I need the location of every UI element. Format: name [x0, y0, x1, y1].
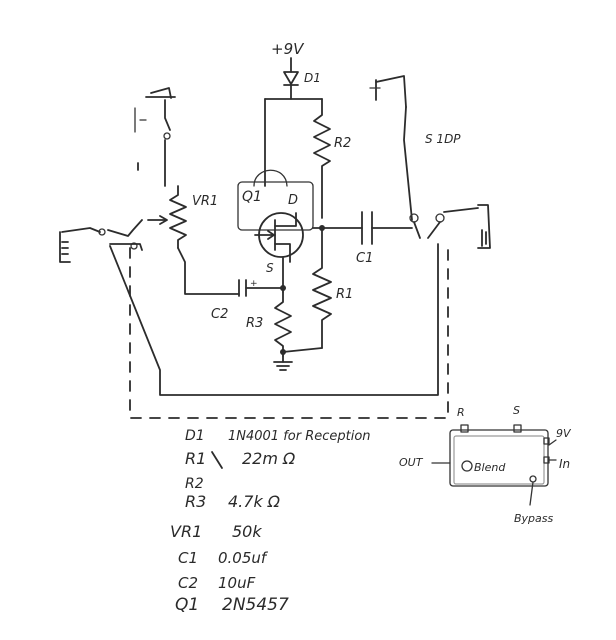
q1-loop [253, 169, 288, 187]
q1-source-lead [274, 243, 291, 263]
part-ref-c2: C2 [178, 574, 198, 592]
enclosure-label-r: R [457, 406, 465, 419]
input-jack-sleeve [134, 107, 147, 133]
part-ref-d1: D1 [185, 428, 205, 444]
r2-label: R2 [334, 136, 351, 151]
enclosure-jack-9v [543, 437, 550, 445]
enclosure-label-out: OUT [399, 456, 424, 469]
q1-gate-arrow [267, 230, 275, 240]
left-jack-return [109, 243, 143, 251]
enclosure-9v-line [548, 439, 557, 446]
switch-return [427, 221, 441, 239]
enclosure-label-s: S [513, 404, 520, 417]
resistor-r3 [274, 291, 292, 357]
bypass-footswitch [529, 475, 537, 483]
part-value-vr1: 50k [232, 522, 262, 541]
r3-label: R3 [246, 316, 263, 331]
left-switch-node [98, 228, 106, 236]
right-jack-ridges [481, 229, 487, 247]
resistor-r1 [312, 227, 332, 349]
diode-d1-symbol [283, 71, 299, 85]
enclosure-label-blend: Blend [474, 461, 506, 474]
enclosure-jack-r [460, 424, 469, 433]
d1-label: D1 [304, 71, 321, 85]
part-value-r1: 22m Ω [242, 449, 296, 468]
part-ref-q1: Q1 [175, 595, 199, 615]
part-value-q1: 2N5457 [222, 595, 289, 615]
part-ref-r1: R1 [185, 449, 206, 468]
blend-knob [461, 460, 473, 472]
part-ref-c1: C1 [178, 549, 198, 567]
right-jack-lead [443, 207, 479, 213]
bypass-line [529, 481, 534, 506]
part-brace-r1 [211, 451, 223, 469]
part-ref-r3: R3 [185, 492, 206, 511]
input-jack-tip [150, 87, 172, 99]
switch-lever [403, 106, 413, 221]
drain-label: D [288, 193, 298, 208]
enclosure-dash-left [129, 247, 449, 419]
output-jack-top [375, 75, 407, 108]
enclosure-label-9v: 9V [556, 427, 572, 440]
enclosure-label-bypass: Bypass [514, 512, 554, 525]
right-jack-body [477, 204, 491, 249]
potentiometer-vr1 [169, 185, 187, 249]
input-jack-node [163, 132, 171, 140]
erased-mark [40, 80, 80, 104]
switch-label: S 1DP [425, 132, 461, 146]
source-label: S [266, 261, 274, 275]
left-jack-lead [61, 227, 101, 233]
q1-label: Q1 [242, 189, 262, 205]
left-switch-wire [107, 219, 143, 237]
switch-node-b [435, 213, 445, 223]
part-ref-vr1: VR1 [170, 522, 202, 541]
vr1-label: VR1 [192, 194, 218, 209]
c2-label: C2 [211, 307, 228, 322]
left-switch-contact [130, 242, 138, 250]
r1-label: R1 [336, 287, 353, 302]
left-jack-body [59, 231, 71, 263]
part-value-c1: 0.05uf [218, 549, 269, 567]
part-ref-r2: R2 [185, 476, 204, 492]
part-value-d1: 1N4001 for Reception [228, 429, 371, 444]
supply-label: +9V [271, 40, 305, 58]
resistor-r2 [313, 98, 331, 219]
c1-label: C1 [356, 251, 373, 266]
q1-drain-lead [274, 212, 297, 227]
r1-r3-ground-wire [282, 347, 323, 353]
part-value-c2: 10uF [218, 574, 256, 592]
parts-list: D1 1N4001 for Reception R1 22m Ω R2 R3 4… [170, 428, 371, 615]
part-value-r3: 4.7k Ω [228, 492, 281, 511]
bottom-return-loop [109, 243, 439, 396]
enclosure-jack-s [513, 424, 522, 433]
vr1-to-c2-wire [177, 247, 240, 295]
enclosure-label-in: In [559, 457, 570, 471]
vr1-wiper-arrow [159, 215, 168, 225]
enclosure-diagram: R S 9V In OUT Blend Bypass [399, 404, 572, 525]
ground-icon [273, 361, 293, 371]
input-jack-lug [164, 99, 171, 131]
c2-plus: + [250, 279, 258, 289]
left-jack-ridges [61, 241, 69, 255]
enclosure-box [449, 429, 549, 487]
switch-common [413, 221, 421, 239]
